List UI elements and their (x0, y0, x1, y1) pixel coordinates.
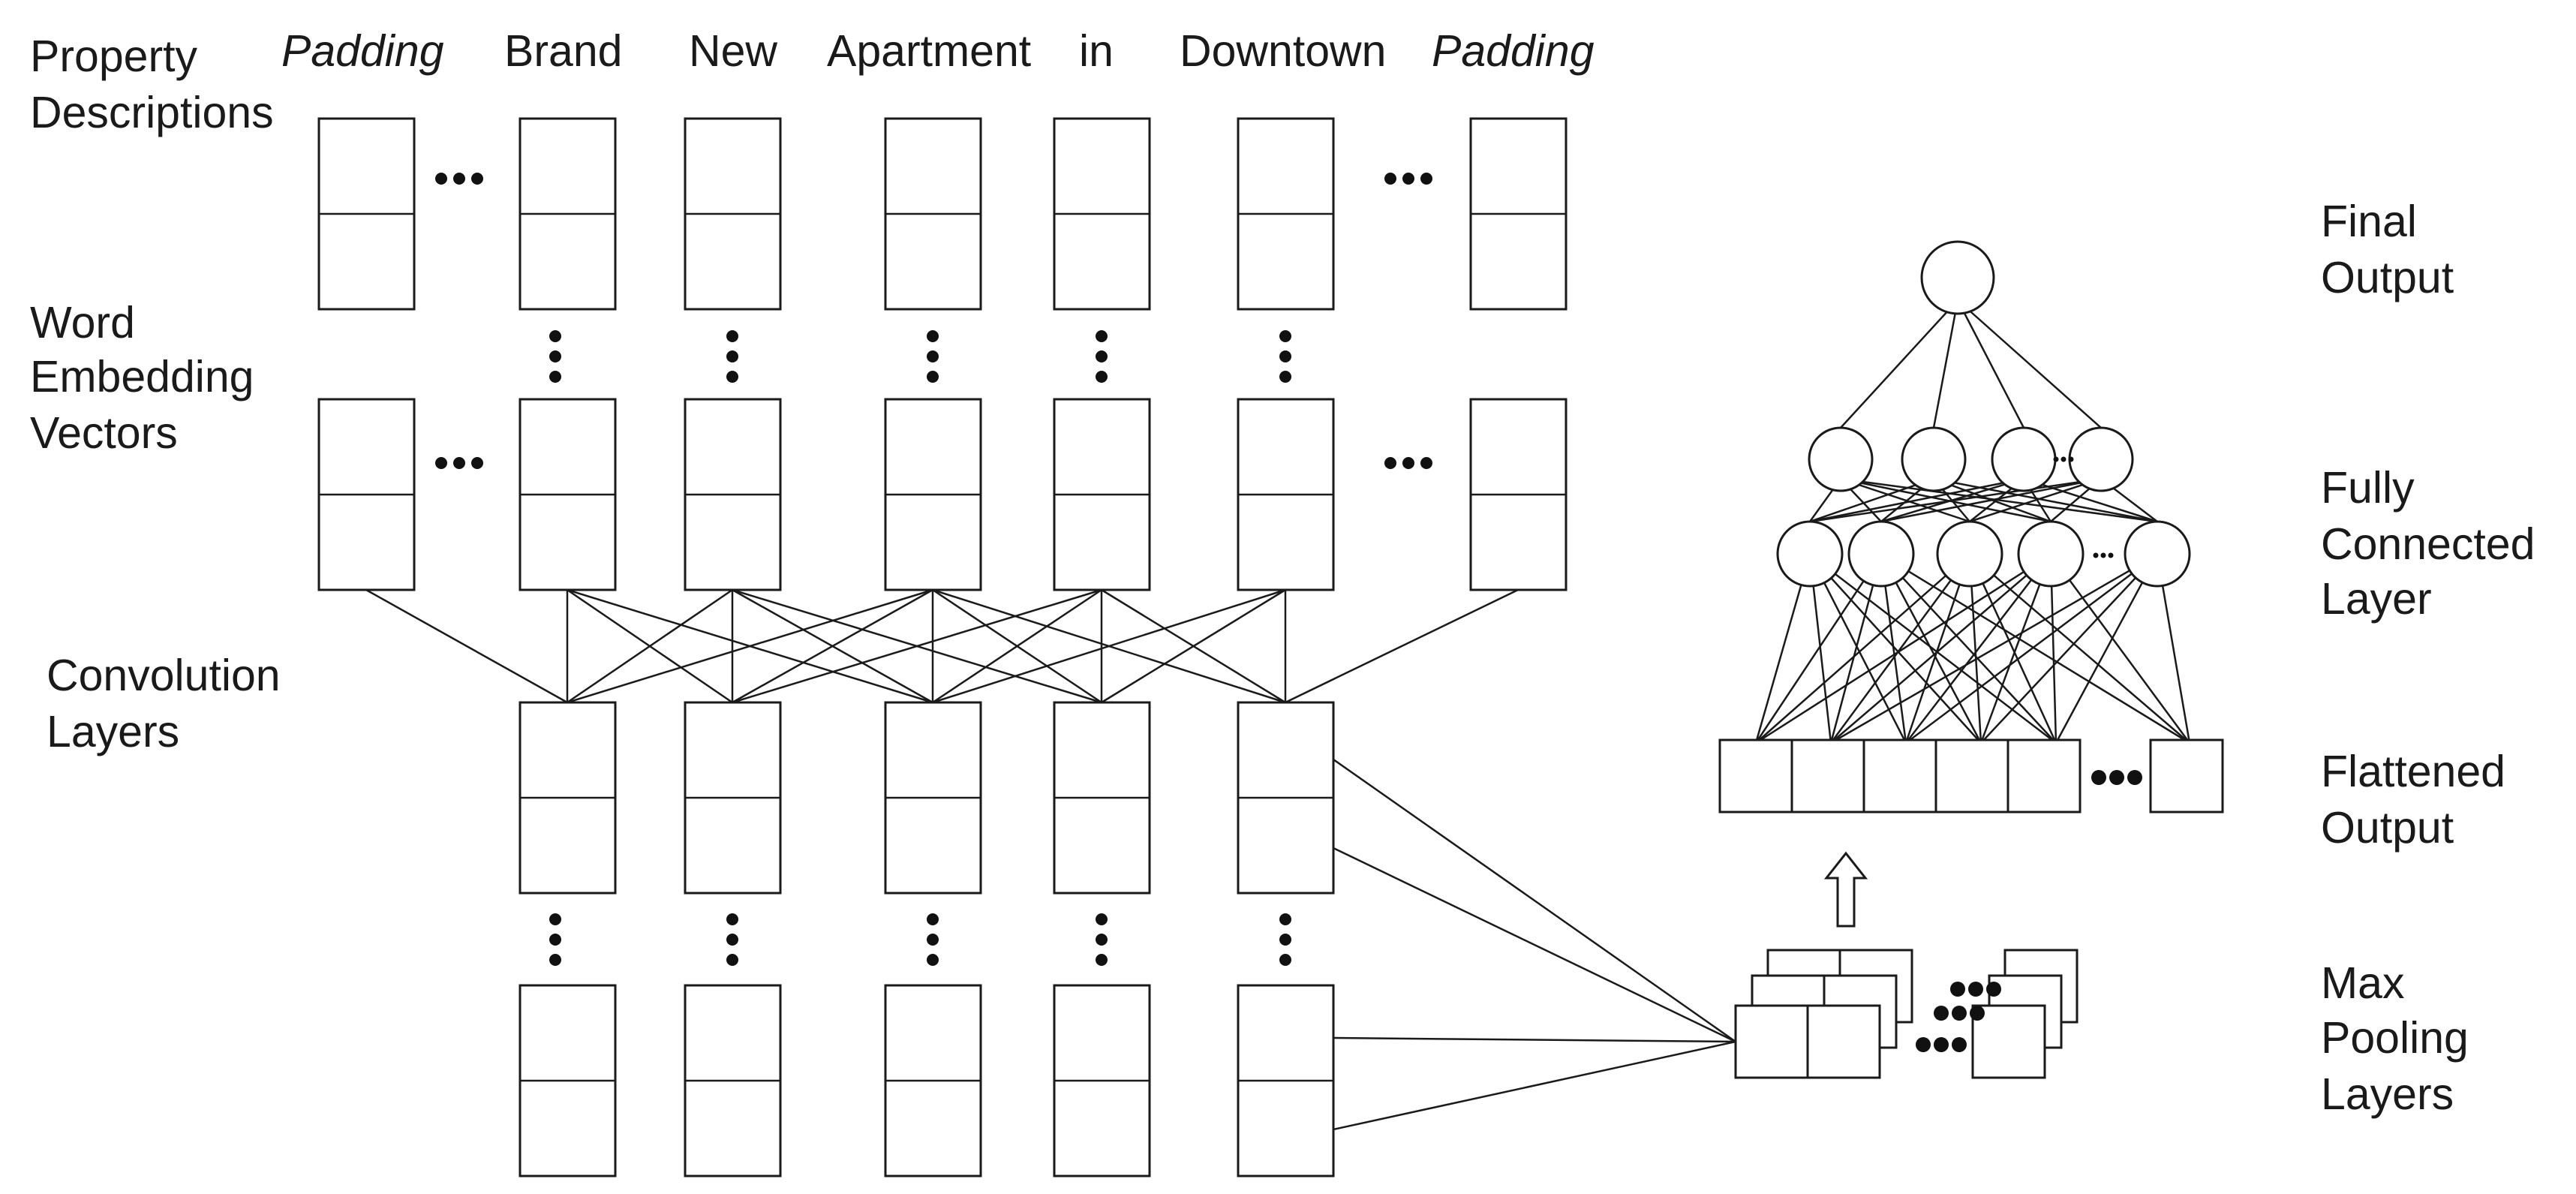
hidden1-neuron-3 (1991, 426, 2057, 492)
property-description-boxes (317, 117, 1568, 311)
hidden-layer-1 (1808, 426, 2134, 492)
label-fc-line3: Layer (2321, 574, 2432, 624)
label-fc-line1: Fully (2321, 463, 2415, 513)
hidden2-neuron-5 (2124, 520, 2191, 588)
hidden2-neuron-3 (1936, 520, 2003, 588)
label-maxpool-line1: Max (2321, 958, 2404, 1008)
output-neuron (1920, 240, 1995, 315)
flat-box-6 (2149, 738, 2224, 814)
word-new: New (689, 26, 777, 76)
embedding-boxes (317, 398, 1568, 591)
fc-connections-output (1840, 299, 2102, 429)
label-final-line1: Final (2321, 197, 2417, 246)
label-flattened-line2: Output (2321, 803, 2454, 853)
max-pooling-layers (1734, 949, 2079, 1079)
word-brand: Brand (504, 26, 622, 76)
label-property-line2: Descriptions (30, 88, 274, 137)
label-flattened-line1: Flattened (2321, 747, 2505, 796)
convolution-connections (365, 588, 1519, 704)
hidden1-neuron-4 (2068, 426, 2134, 492)
hidden2-neuron-1 (1776, 520, 1844, 588)
pool-front-a (1734, 1004, 1809, 1079)
flattened-output (1718, 738, 2224, 814)
hidden-layer-2 (1776, 520, 2191, 588)
label-maxpool-line3: Layers (2321, 1069, 2454, 1119)
fc-connections-lower (1754, 553, 2191, 744)
word-apartment: Apartment (827, 26, 1031, 76)
label-embedding-line2: Embedding (30, 352, 254, 402)
convolution-boxes-last (519, 984, 1335, 1177)
hidden1-neuron-1 (1808, 426, 1874, 492)
desc-ellipsis-left (435, 173, 483, 185)
label-final-line2: Output (2321, 253, 2454, 302)
word-padding-left: Padding (281, 26, 444, 76)
right-labels: Final Output Fully Connected Layer Flatt… (2321, 197, 2535, 1119)
flat-box-3 (1862, 738, 1937, 814)
label-fc-line2: Connected (2321, 519, 2535, 569)
label-convolution-line2: Layers (47, 707, 179, 756)
word-labels: Padding Brand New Apartment in Downtown … (281, 26, 1595, 76)
pooling-connections (1333, 758, 1736, 1131)
label-convolution-line1: Convolution (47, 651, 281, 700)
fc-connections-upper (1808, 477, 2158, 523)
flat-box-4 (1934, 738, 2009, 814)
up-arrow-icon (1823, 851, 1868, 928)
embed-ellipsis-right (1384, 457, 1432, 469)
pool-ellipsis (1916, 982, 2001, 1052)
embed-ellipsis-left (435, 457, 483, 469)
label-maxpool-line2: Pooling (2321, 1013, 2469, 1063)
hidden1-ellipsis (2053, 456, 2074, 462)
flat-box-5 (2006, 738, 2082, 814)
hidden2-ellipsis (2093, 552, 2114, 558)
flat-box-1 (1718, 738, 1793, 814)
label-embedding-line1: Word (30, 298, 135, 347)
convolution-boxes (519, 701, 1335, 895)
label-property-line1: Property (30, 32, 197, 81)
hidden2-neuron-2 (1847, 520, 1915, 588)
label-embedding-line3: Vectors (30, 408, 178, 458)
word-in: in (1079, 26, 1114, 76)
word-downtown: Downtown (1180, 26, 1386, 76)
row-labels: Property Descriptions Word Embedding Vec… (30, 32, 281, 756)
vertical-ellipsis-row2 (549, 913, 1291, 966)
flat-ellipsis (2091, 770, 2142, 785)
word-padding-right: Padding (1432, 26, 1595, 76)
desc-ellipsis-right (1384, 173, 1432, 185)
pool-front-b (1806, 1004, 1881, 1079)
vertical-ellipsis-row1 (549, 330, 1291, 383)
hidden2-neuron-4 (2017, 520, 2085, 588)
pool-right-front (1971, 1004, 2046, 1079)
flat-box-2 (1790, 738, 1865, 814)
hidden1-neuron-2 (1901, 426, 1967, 492)
